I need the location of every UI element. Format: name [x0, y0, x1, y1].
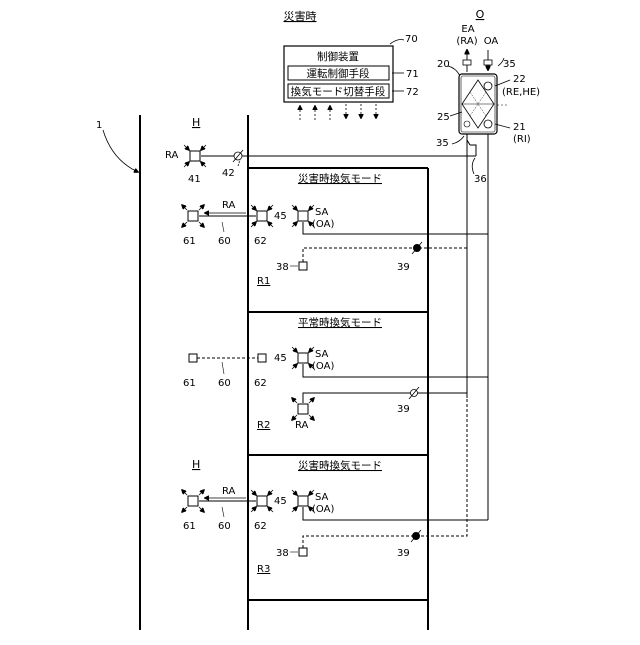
- r1-sa-label: SA: [315, 207, 329, 218]
- ref-21: 21: [513, 122, 526, 133]
- ea-label: EA: [461, 24, 474, 35]
- r3-h-label: H: [192, 458, 200, 471]
- ea-sub-label: (RA): [456, 36, 477, 47]
- r2-ref-61: 61: [183, 378, 196, 389]
- r3-sa-label: SA: [315, 492, 329, 503]
- ref-42: 42: [222, 168, 235, 179]
- oa-label: OA: [484, 36, 499, 47]
- ref-72: 72: [406, 87, 419, 98]
- controller-box: 制御装置 運転制御手段 換気モード切替手段 70 71 72: [284, 34, 419, 120]
- r1-ref-62: 62: [254, 236, 267, 247]
- r3-ref-62: 62: [254, 521, 267, 532]
- r2-ra-label: RA: [295, 420, 309, 431]
- r3-mode-label: 災害時換気モード: [298, 459, 382, 472]
- top-h-label: H: [192, 116, 200, 129]
- r3-ref-38: 38: [276, 548, 289, 559]
- r1-ref-45: 45: [274, 211, 287, 222]
- ref-36: 36: [474, 174, 487, 185]
- r2-room-label: R2: [257, 420, 270, 431]
- r2-sa-sub: (OA): [312, 361, 334, 372]
- r3-room-label: R3: [257, 564, 270, 575]
- r2-ref-45: 45: [274, 353, 287, 364]
- r3-ref-61: 61: [183, 521, 196, 532]
- ref-35-top: 35: [503, 59, 516, 70]
- r2-ref-39: 39: [397, 404, 410, 415]
- ref-21-sub: (RI): [513, 134, 531, 145]
- ref-70: 70: [405, 34, 418, 45]
- ref-1: 1: [96, 120, 102, 131]
- control-unit-71: 運転制御手段: [307, 67, 370, 80]
- r3-ref-45: 45: [274, 496, 287, 507]
- r2-sa-label: SA: [315, 349, 329, 360]
- r3-ref-60: 60: [218, 521, 231, 532]
- top-ra-label: RA: [165, 150, 179, 161]
- ref-35-mid: 35: [436, 138, 449, 149]
- outdoor-label: O: [476, 8, 485, 21]
- ref-71: 71: [406, 69, 419, 80]
- ref-25: 25: [437, 112, 450, 123]
- r2-ref-60: 60: [218, 378, 231, 389]
- r3-ref-39: 39: [397, 548, 410, 559]
- ref-20: 20: [437, 59, 450, 70]
- r1-mode-label: 災害時換気モード: [298, 172, 382, 185]
- room-r3: H 災害時換気モード RA 61 60 62 45 SA (OA) 38 39 …: [182, 398, 488, 575]
- ref-22-sub: (RE,HE): [502, 87, 540, 98]
- ref-22: 22: [513, 74, 526, 85]
- r2-ref-62: 62: [254, 378, 267, 389]
- duct-risers: [467, 134, 488, 520]
- r1-ra-label: RA: [222, 200, 236, 211]
- r1-room-label: R1: [257, 276, 270, 287]
- r3-sa-sub: (OA): [312, 504, 334, 515]
- r1-ref-60: 60: [218, 236, 231, 247]
- controller-name: 制御装置: [317, 50, 359, 63]
- diagram-title: 災害時: [284, 9, 317, 23]
- room-r2: 平常時換気モード 61 60 62 45 SA (OA) 39 RA R2: [183, 316, 488, 431]
- r1-ref-38: 38: [276, 262, 289, 273]
- r2-mode-label: 平常時換気モード: [298, 316, 382, 329]
- r1-ref-39: 39: [397, 262, 410, 273]
- r1-ref-61: 61: [183, 236, 196, 247]
- r3-ra-label: RA: [222, 486, 236, 497]
- r1-sa-sub: (OA): [312, 219, 334, 230]
- room-r1: 災害時換気モード RA 61 60 62 45 SA (OA) 38 39 R1: [182, 172, 488, 287]
- floor-slabs: [248, 168, 428, 600]
- ref-41: 41: [188, 174, 201, 185]
- control-unit-72: 換気モード切替手段: [291, 85, 386, 98]
